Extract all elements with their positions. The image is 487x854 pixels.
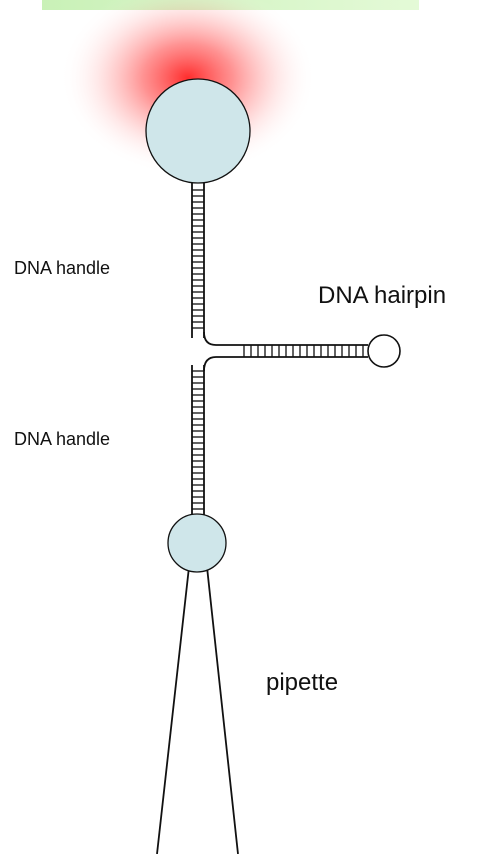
bottom-bead (167, 513, 227, 573)
pipette (156, 566, 239, 854)
top-bead (145, 78, 251, 184)
dna-handle-top (191, 183, 205, 338)
label-dna-handle-top: DNA handle (14, 258, 110, 278)
label-dna-hairpin: DNA hairpin (318, 282, 446, 309)
hairpin-junction (203, 331, 238, 372)
label-dna-handle-bottom: DNA handle (14, 429, 110, 449)
dna-hairpin (238, 334, 401, 368)
label-pipette: pipette (266, 669, 338, 696)
dna-handle-bottom (191, 365, 205, 517)
hairpin-loop (367, 334, 401, 368)
